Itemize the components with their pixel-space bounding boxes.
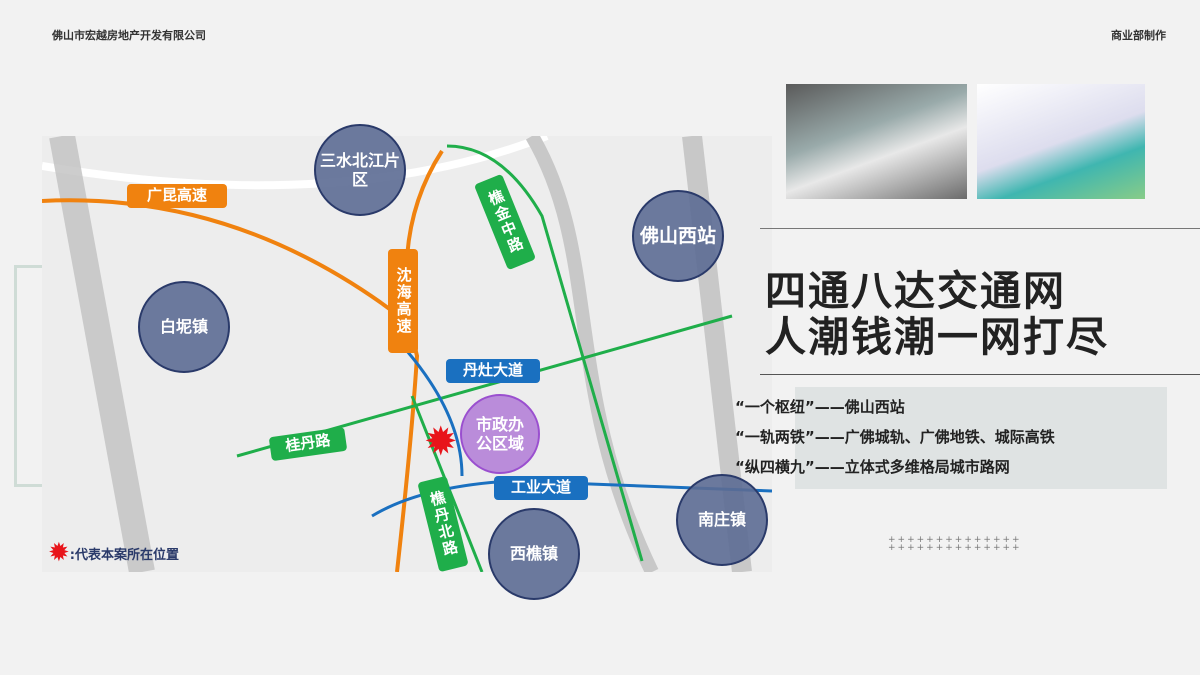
road-guangkun xyxy=(41,198,414,328)
road-qiaojin xyxy=(446,144,644,562)
road-shenhai xyxy=(395,149,444,573)
map-legend: ✹ :代表本案所在位置 xyxy=(48,538,179,568)
project-location-icon: ✹ xyxy=(424,419,458,465)
district-gov: 市政办公区域 xyxy=(460,394,540,474)
district-xiqiao: 西樵镇 xyxy=(488,508,580,600)
district-baini: 白坭镇 xyxy=(138,281,230,373)
high-speed-train-photo xyxy=(786,84,967,199)
legend-text: :代表本案所在位置 xyxy=(69,547,179,563)
sun-marker-icon: ✹ xyxy=(48,538,70,568)
district-sanshui: 三水北江片区 xyxy=(314,124,406,216)
slide-title: 四通八达交通网 人潮钱潮一网打尽 xyxy=(765,268,1109,360)
made-by: 商业部制作 xyxy=(1111,29,1166,42)
points-background xyxy=(795,387,1167,489)
highlight-points: “一个枢纽”——佛山西站 “一轨两铁”——广佛城轨、广佛地铁、城际高铁 “纵四横… xyxy=(735,392,1055,482)
title-line-2: 人潮钱潮一网打尽 xyxy=(765,313,1109,361)
point-rail: “一轨两铁”——广佛城轨、广佛地铁、城际高铁 xyxy=(735,428,1055,446)
company-name: 佛山市宏越房地产开发有限公司 xyxy=(52,29,206,42)
road-danzao xyxy=(405,350,464,477)
road-label-guangkun: 广昆高速 xyxy=(127,184,227,208)
road-label-gongye: 工业大道 xyxy=(494,476,588,500)
divider-bottom xyxy=(760,374,1200,375)
point-roads: “纵四横九”——立体式多维格局城市路网 xyxy=(735,458,1010,476)
divider-top xyxy=(760,228,1200,229)
traffic-map: 三水北江片区 佛山西站 白坭镇 西樵镇 南庄镇 市政办公区域 广昆高速 沈海高速… xyxy=(41,124,773,600)
road-label-shenhai: 沈海高速 xyxy=(388,249,418,353)
district-foshan-west: 佛山西站 xyxy=(632,190,724,282)
decor-dots: ++++++++++++++++++++++++++++ xyxy=(888,535,1022,553)
metro-train-photo xyxy=(977,84,1145,199)
decor-bracket xyxy=(14,265,44,487)
point-hub: “一个枢纽”——佛山西站 xyxy=(735,398,905,416)
district-nanzhuang: 南庄镇 xyxy=(676,474,768,566)
road-label-danzao: 丹灶大道 xyxy=(446,359,540,383)
title-line-1: 四通八达交通网 xyxy=(765,267,1066,315)
